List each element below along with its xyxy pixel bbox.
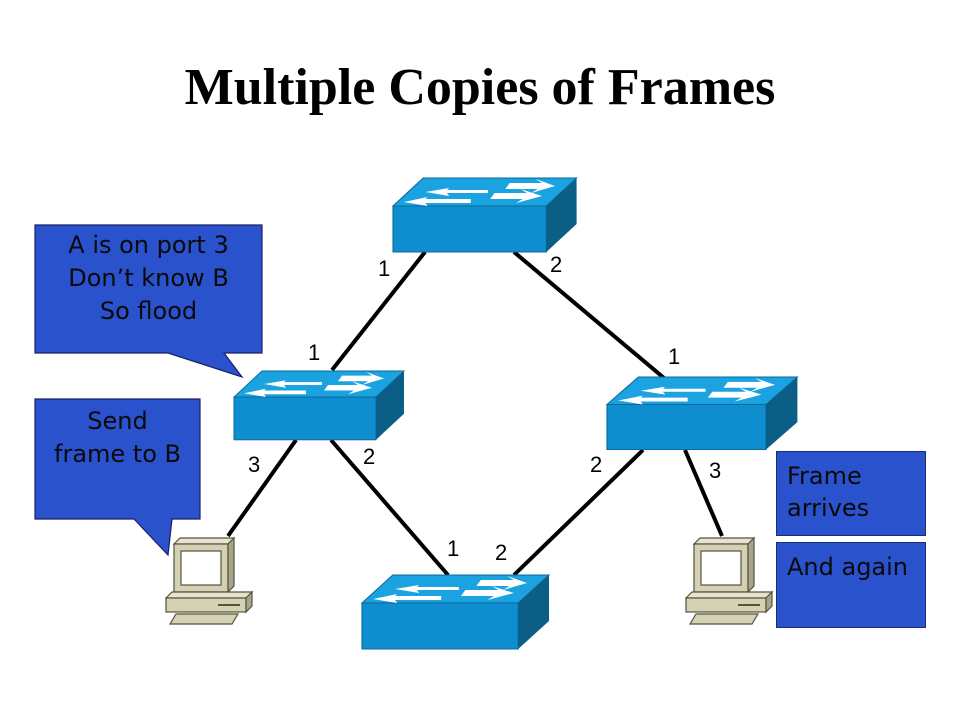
note-text: Frame arrives (787, 462, 870, 522)
switch-icon (606, 376, 798, 451)
switch-right[interactable] (606, 376, 798, 451)
link-top-left (330, 250, 427, 372)
link-top-right (512, 250, 666, 380)
note-text: And again (787, 553, 909, 581)
callout-bubble-switch (34, 224, 263, 379)
link-left-hostA (226, 438, 298, 538)
callout-line: Send (87, 407, 148, 435)
host-a[interactable] (165, 537, 253, 625)
link-right-hostB (683, 449, 724, 537)
callout-line: So flood (99, 297, 198, 325)
note-and-again: And again (776, 542, 926, 628)
switch-icon (361, 574, 550, 650)
slide-title: Multiple Copies of Frames (184, 59, 776, 116)
port-label: 3 (709, 458, 721, 483)
callout-line: A is on port 3 (68, 231, 229, 259)
link-right-bottom (512, 448, 645, 577)
link-left-bottom (329, 438, 450, 577)
switch-top[interactable] (392, 177, 578, 253)
callout-switch-decision: A is on port 3 Don’t know B So flood (35, 229, 262, 328)
switch-bottom[interactable] (361, 574, 550, 650)
port-label: 1 (308, 340, 320, 365)
host-b[interactable] (685, 537, 773, 625)
port-label: 1 (668, 344, 680, 369)
port-label: 1 (447, 536, 459, 561)
callout-line: Don’t know B (68, 264, 229, 292)
callout-bubble-host (34, 398, 201, 557)
callout-host-send: Send frame to B (35, 405, 200, 471)
computer-icon (685, 537, 773, 625)
port-label: 2 (363, 444, 375, 469)
callout-line: frame to B (54, 440, 181, 468)
port-label: 2 (550, 252, 562, 277)
port-label: 1 (378, 256, 390, 281)
port-label: 2 (590, 452, 602, 477)
switch-left[interactable] (233, 370, 405, 441)
switch-icon (233, 370, 405, 441)
note-frame-arrives: Frame arrives (776, 451, 926, 536)
switch-icon (392, 177, 578, 253)
links (226, 250, 724, 577)
computer-icon (165, 537, 253, 625)
port-label: 2 (495, 540, 507, 565)
port-label: 3 (248, 452, 260, 477)
